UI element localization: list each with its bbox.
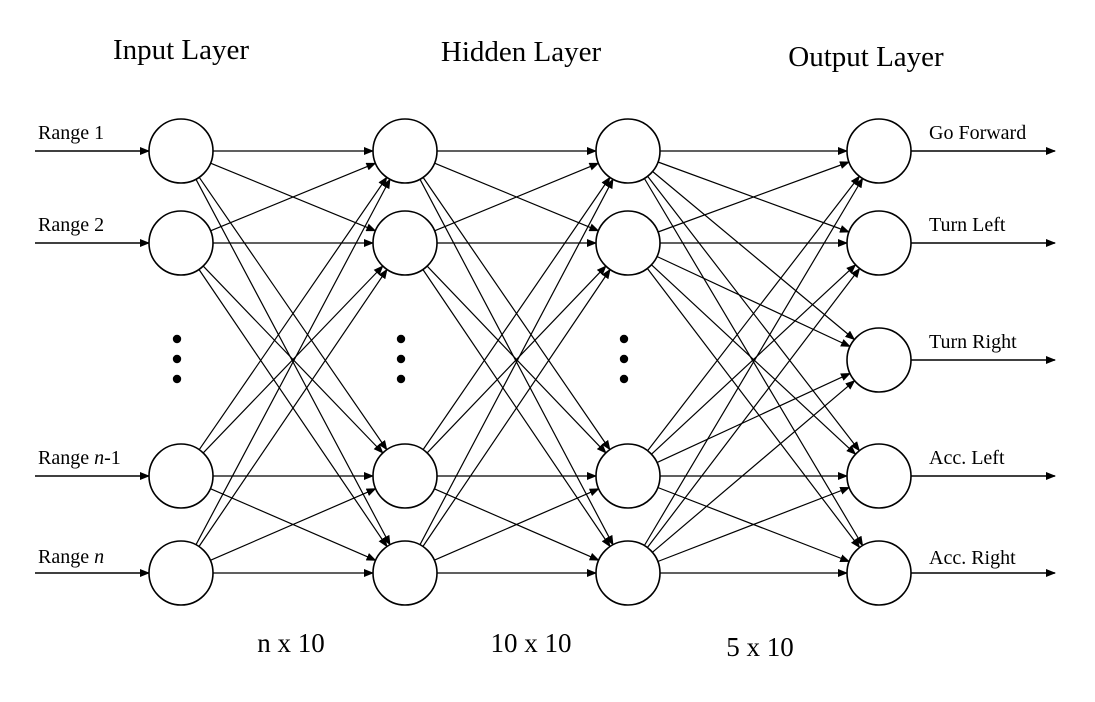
connection-hidden2-4-to-output-1 [643, 177, 864, 546]
output-node-1 [846, 118, 912, 184]
hidden-layer-title: Hidden Layer [441, 36, 602, 68]
output-node-3 [846, 327, 912, 393]
connection-hidden1-4-to-hidden2-1 [419, 178, 614, 545]
connection-input-3-to-hidden1-1 [198, 176, 388, 451]
connection-hidden2-1-to-output-3 [652, 171, 856, 341]
weight-dim-hidden-output: 5 x 10 [726, 632, 794, 662]
weight-dim-hidden-hidden: 10 x 10 [491, 628, 572, 658]
connection-hidden2-3-to-output-1 [647, 175, 861, 452]
hidden1-node-1 [372, 118, 438, 184]
output-layer-title: Output Layer [788, 41, 944, 73]
input-label-range-1: Range 1 [38, 122, 104, 144]
input-ellipsis-dot-1 [172, 334, 182, 344]
ellipsis-group [172, 334, 629, 384]
connection-hidden1-3-to-hidden2-1 [422, 176, 611, 450]
connections-group [195, 147, 864, 577]
connection-input-4-to-hidden1-2 [198, 268, 388, 547]
hidden1-node-2 [372, 210, 438, 276]
output-node-5 [846, 540, 912, 606]
connection-hidden2-4-to-output-4 [657, 486, 851, 563]
connection-hidden1-4-to-hidden2-3 [434, 488, 600, 561]
connection-hidden1-3-to-hidden2-2 [426, 265, 607, 454]
connection-hidden2-4-to-output-3 [652, 380, 856, 553]
input-label-range-2: Range 2 [38, 214, 104, 236]
input-node-1 [148, 118, 214, 184]
connection-hidden1-4-to-hidden2-2 [422, 268, 611, 547]
output-label-go-forward: Go Forward [929, 122, 1026, 144]
connection-input-3-to-hidden1-2 [202, 265, 384, 454]
hidden1-node-4 [372, 540, 438, 606]
hidden1-ellipsis-dot-1 [396, 334, 406, 344]
io-arrows-group [35, 147, 1056, 577]
hidden2-node-3 [595, 443, 661, 509]
connection-hidden2-3-to-output-3 [656, 372, 851, 464]
input-node-4 [148, 540, 214, 606]
output-node-2 [846, 210, 912, 276]
hidden2-ellipsis-dot-2 [619, 354, 629, 364]
hidden1-node-3 [372, 443, 438, 509]
input-ellipsis-dot-3 [172, 374, 182, 384]
hidden2-ellipsis-dot-3 [619, 374, 629, 384]
input-label-range-n: Range n [38, 546, 104, 568]
connection-hidden1-2-to-hidden2-1 [434, 162, 600, 232]
output-label-acc-left: Acc. Left [929, 447, 1005, 469]
input-layer-title: Input Layer [113, 34, 249, 66]
hidden2-node-2 [595, 210, 661, 276]
hidden2-ellipsis-dot-1 [619, 334, 629, 344]
connection-input-4-to-hidden1-1 [195, 178, 391, 545]
connection-hidden2-3-to-output-2 [651, 264, 857, 455]
nodes-group [148, 118, 912, 606]
input-ellipsis-dot-2 [172, 354, 182, 364]
hidden2-node-1 [595, 118, 661, 184]
connection-hidden2-4-to-output-2 [646, 267, 861, 548]
connection-hidden2-2-to-output-3 [656, 255, 851, 348]
output-label-turn-left: Turn Left [929, 214, 1006, 236]
input-node-3 [148, 443, 214, 509]
input-node-2 [148, 210, 214, 276]
hidden2-node-4 [595, 540, 661, 606]
output-node-4 [846, 443, 912, 509]
connection-input-2-to-hidden1-1 [210, 162, 377, 232]
weight-dim-input-hidden: n x 10 [257, 628, 325, 658]
hidden1-ellipsis-dot-2 [396, 354, 406, 364]
connection-input-4-to-hidden1-3 [210, 488, 377, 561]
output-label-turn-right: Turn Right [929, 331, 1017, 353]
connection-hidden2-2-to-output-1 [657, 161, 850, 233]
input-label-range-n-minus-1: Range n-1 [38, 447, 121, 469]
output-label-acc-right: Acc. Right [929, 547, 1016, 569]
hidden1-ellipsis-dot-3 [396, 374, 406, 384]
